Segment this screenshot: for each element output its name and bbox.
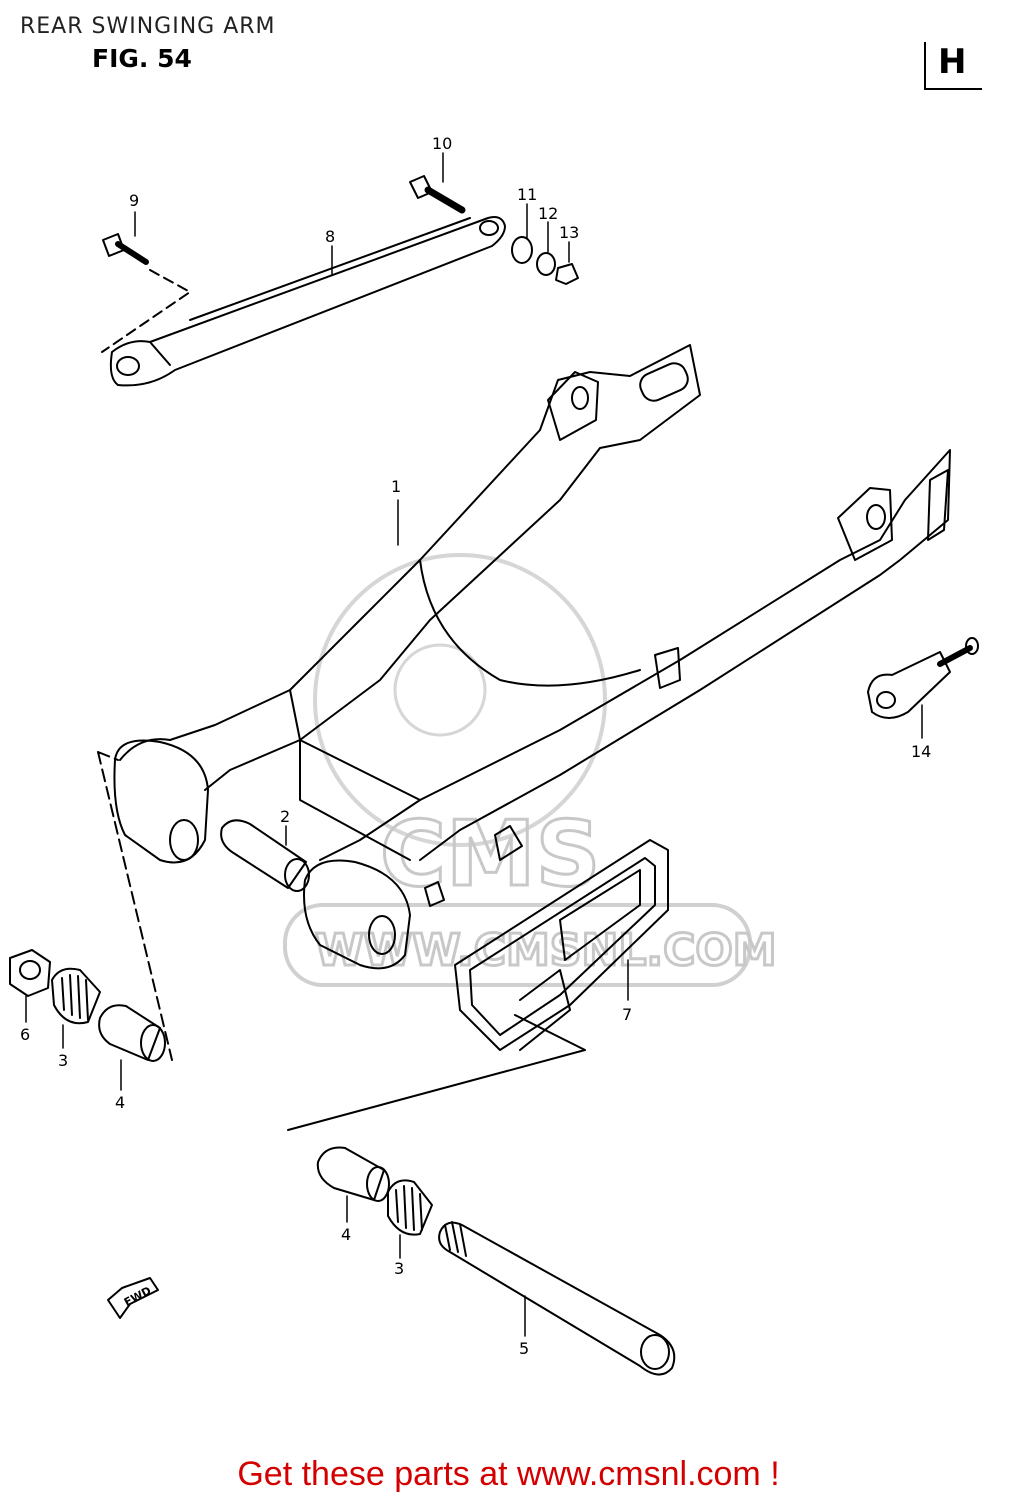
leader-left (97, 751, 173, 1061)
part-2-spacer (220, 819, 310, 892)
callout-10: 10 (432, 134, 452, 153)
part-3-bearing-lower (387, 1179, 433, 1236)
callout-9: 9 (129, 191, 139, 210)
callout-4b: 4 (341, 1225, 351, 1244)
part-13-nut (555, 263, 579, 285)
callout-1: 1 (391, 477, 401, 496)
part-3-bearing (51, 967, 101, 1025)
callout-3: 3 (58, 1051, 68, 1070)
part-14-chain-adjuster (867, 637, 979, 719)
callout-leaders (25, 152, 923, 1337)
callout-3b: 3 (394, 1259, 404, 1278)
diagram-title: REAR SWINGING ARM (20, 14, 276, 39)
section-letter: H (938, 42, 967, 82)
section-badge: H (924, 42, 982, 90)
part-10-bolt (409, 175, 466, 214)
part-5-pivot-shaft (438, 1221, 676, 1376)
callout-7: 7 (622, 1005, 632, 1024)
watermark: CMS WWW.CMSNL.COM (283, 553, 778, 987)
callout-12: 12 (538, 204, 558, 223)
footer-link[interactable]: Get these parts at www.cmsnl.com ! (237, 1455, 780, 1493)
callout-2: 2 (280, 807, 290, 826)
fwd-label: FWD (122, 1284, 154, 1309)
callout-numbers: 1 2 3 3 4 4 5 6 7 8 9 10 11 12 13 14 FWD (20, 134, 931, 1358)
callout-13: 13 (559, 223, 579, 242)
callout-4: 4 (115, 1093, 125, 1112)
callout-5: 5 (519, 1339, 529, 1358)
callout-8: 8 (325, 227, 335, 246)
part-4-spacer (98, 1004, 166, 1062)
watermark-brand: CMS (380, 802, 600, 907)
part-11-washer (511, 236, 533, 264)
callout-14: 14 (911, 742, 931, 761)
callout-11: 11 (517, 185, 537, 204)
part-4-spacer-lower (316, 1146, 390, 1202)
fwd-arrow (107, 1277, 159, 1319)
part-1-swing-arm (113, 344, 951, 970)
exploded-parts-drawing: CMS WWW.CMSNL.COM (9, 134, 979, 1376)
watermark-site: WWW.CMSNL.COM (315, 925, 777, 976)
figure-number: FIG. 54 (92, 44, 192, 73)
part-9-bolt (102, 233, 149, 265)
leader-axle (287, 1014, 586, 1131)
callout-6: 6 (20, 1025, 30, 1044)
leader-9 (101, 269, 191, 353)
part-12-washer (536, 252, 556, 276)
part-6-nut (9, 949, 51, 997)
part-8-torque-arm (109, 216, 506, 387)
